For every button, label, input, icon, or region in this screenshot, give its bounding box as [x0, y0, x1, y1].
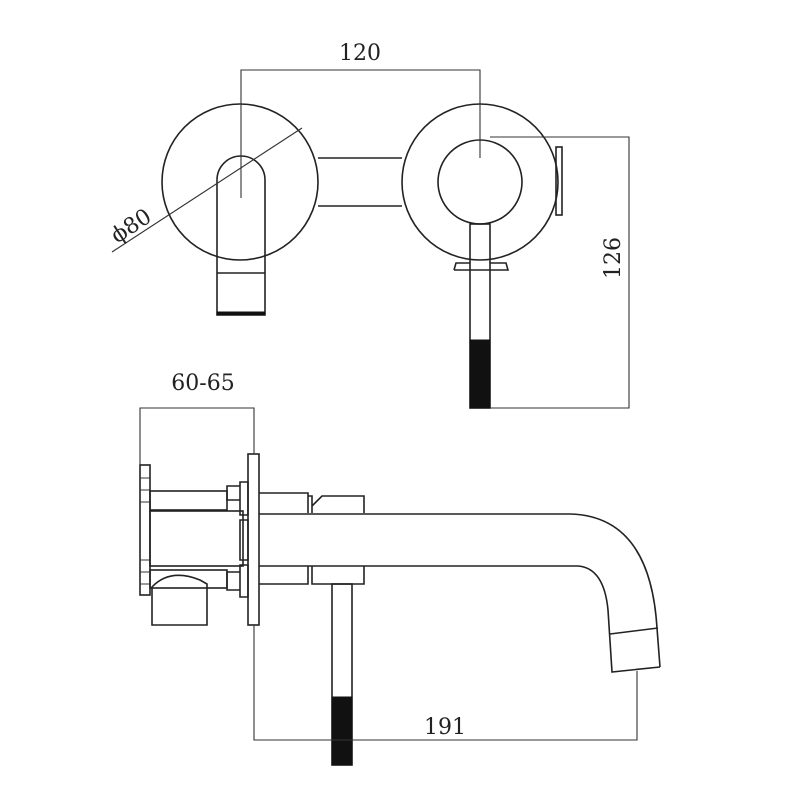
back-flange: [139, 464, 151, 596]
spout-front: [216, 155, 266, 316]
spout-cover-plate: [161, 103, 319, 261]
dimension-label-120: 120: [339, 41, 381, 66]
dimension-label-diameter: ϕ80: [107, 204, 157, 248]
dimension-line-60-65: [139, 407, 255, 465]
valve-nuts: [226, 481, 249, 598]
spout-outlet: [216, 311, 266, 316]
valve-body: [149, 510, 244, 567]
cartridge-bottom: [259, 566, 365, 585]
front-view: 120 126 ϕ80: [107, 41, 630, 409]
lever-tip-side: [331, 696, 353, 766]
dimension-label-126: 126: [601, 237, 626, 279]
flange-ticks: [140, 477, 150, 585]
lever-tip-front: [469, 339, 491, 409]
valve-upper-pipe: [149, 490, 228, 511]
dimension-line-126: [490, 136, 630, 409]
cartridge-top: [259, 492, 365, 513]
dimension-line-120: [240, 69, 481, 198]
spout-side: [259, 513, 661, 673]
drain-knob: [151, 574, 208, 626]
dimension-label-60-65: 60-65: [171, 371, 234, 396]
dimension-line-191: [253, 625, 638, 741]
dimension-label-191: 191: [424, 715, 466, 740]
side-view: 60-65 191: [139, 371, 661, 766]
wall-plate: [247, 453, 260, 626]
connecting-bar: [318, 157, 402, 207]
side-tab: [555, 146, 563, 216]
hub-base-tabs: [453, 262, 510, 271]
dimension-line-diameter: [111, 127, 303, 253]
